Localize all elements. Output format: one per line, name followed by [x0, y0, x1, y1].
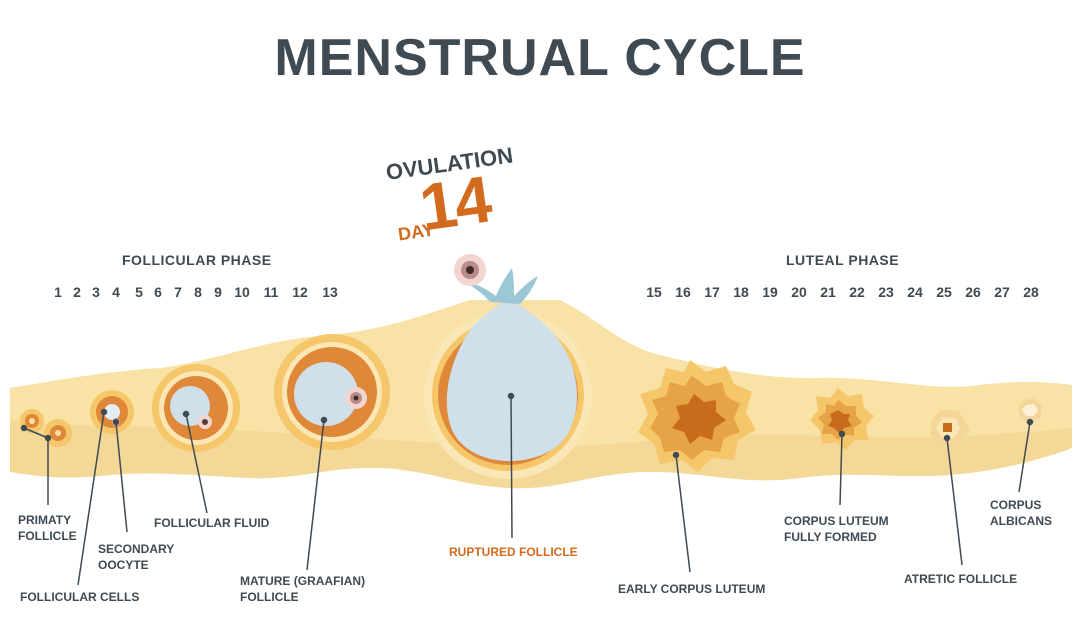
corpus-albicans-label: CORPUS ALBICANS	[990, 498, 1052, 528]
luteal-day-20: 20	[791, 284, 807, 300]
follicular-day-3: 3	[92, 284, 100, 300]
follicular-day-6: 6	[154, 284, 162, 300]
follicular-day-8: 8	[194, 284, 202, 300]
ruptured-follicle	[424, 254, 592, 479]
leader-lines	[20, 392, 1034, 586]
follicular-day-10: 10	[234, 284, 250, 300]
atretic-follicle	[930, 410, 970, 444]
secondary-follicle	[90, 390, 134, 434]
luteal-day-21: 21	[820, 284, 836, 300]
corpus-albicans	[1018, 398, 1042, 422]
follicular-day-12: 12	[292, 284, 308, 300]
luteal-day-23: 23	[878, 284, 894, 300]
follicular-day-7: 7	[174, 284, 182, 300]
luteal-day-25: 25	[936, 284, 952, 300]
early-corpus-luteum-label: EARLY CORPUS LUTEUM	[618, 582, 766, 596]
ovulation-day-number: 14	[415, 161, 495, 245]
luteal-phase-label: LUTEAL PHASE	[786, 252, 900, 268]
follicle-with-fluid	[152, 364, 240, 452]
follicular-day-9: 9	[214, 284, 222, 300]
follicular-phase-label: FOLLICULAR PHASE	[122, 252, 272, 268]
primary-follicle-label: PRIMATY FOLLICLE	[18, 513, 77, 543]
luteal-day-24: 24	[907, 284, 923, 300]
mature-follicle	[274, 334, 390, 450]
early-corpus-luteum	[638, 360, 756, 472]
follicular-day-5: 5	[135, 284, 143, 300]
luteal-day-22: 22	[849, 284, 865, 300]
mature-follicle-label: MATURE (GRAAFIAN) FOLLICLE	[240, 574, 366, 604]
secondary-oocyte-label: SECONDARY OOCYTE	[98, 542, 175, 572]
corpus-luteum-formed	[810, 388, 874, 450]
luteal-day-16: 16	[675, 284, 691, 300]
luteal-day-15: 15	[646, 284, 662, 300]
luteal-day-18: 18	[733, 284, 749, 300]
luteal-day-27: 27	[994, 284, 1010, 300]
follicular-fluid-label: FOLLICULAR FLUID	[154, 516, 270, 530]
follicular-day-4: 4	[112, 284, 120, 300]
atretic-follicle-label: ATRETIC FOLLICLE	[904, 572, 1018, 586]
luteal-day-19: 19	[762, 284, 778, 300]
follicular-cells-label: FOLLICULAR CELLS	[20, 590, 140, 604]
follicular-day-2: 2	[73, 284, 81, 300]
luteal-day-28: 28	[1023, 284, 1039, 300]
primary-follicle	[20, 409, 72, 447]
follicular-day-1: 1	[54, 284, 62, 300]
luteal-day-26: 26	[965, 284, 981, 300]
luteal-day-17: 17	[704, 284, 720, 300]
follicular-day-11: 11	[263, 284, 279, 300]
follicular-day-13: 13	[322, 284, 338, 300]
page-title: MENSTRUAL CYCLE	[274, 29, 806, 87]
corpus-luteum-formed-label: CORPUS LUTEUM FULLY FORMED	[784, 514, 889, 544]
ruptured-follicle-label: RUPTURED FOLLICLE	[449, 545, 578, 559]
